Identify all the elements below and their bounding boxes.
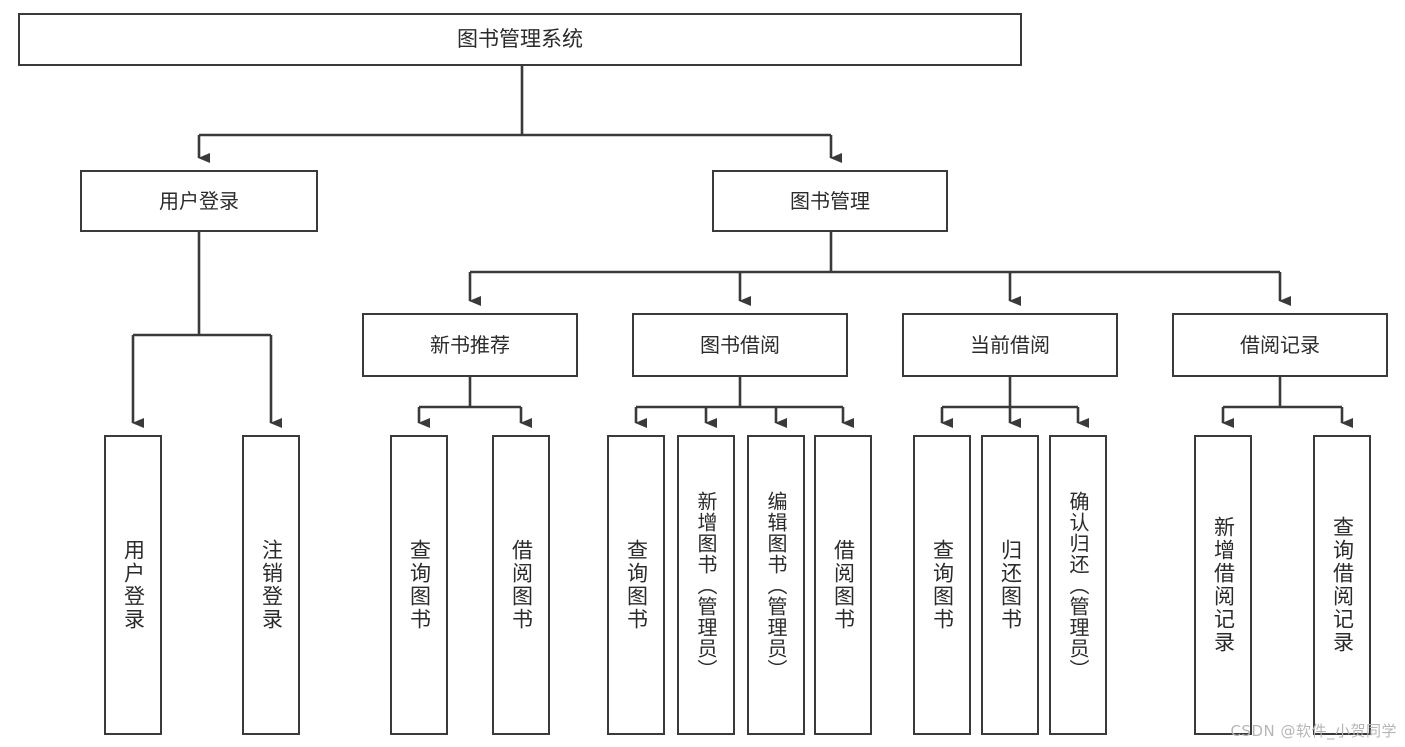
node-book-manage[interactable]: 图书管理 <box>712 170 948 232</box>
node-leaf-edit-book-label: 编辑图书（管理员） <box>764 490 788 680</box>
node-current-borrow[interactable]: 当前借阅 <box>902 313 1118 377</box>
node-leaf-query-book-3[interactable]: 查询图书 <box>913 435 971 735</box>
node-leaf-confirm-return[interactable]: 确认归还（管理员） <box>1049 435 1107 735</box>
node-leaf-add-record[interactable]: 新增借阅记录 <box>1194 435 1252 735</box>
node-leaf-query-book-2-label: 查询图书 <box>624 539 649 631</box>
node-leaf-query-book-1-label: 查询图书 <box>407 539 432 631</box>
node-root[interactable]: 图书管理系统 <box>18 13 1022 66</box>
node-user-login-label: 用户登录 <box>159 188 239 213</box>
node-leaf-query-book-2[interactable]: 查询图书 <box>607 435 665 735</box>
node-new-book-rec[interactable]: 新书推荐 <box>362 313 578 377</box>
node-leaf-query-book-3-label: 查询图书 <box>930 539 955 631</box>
node-root-label: 图书管理系统 <box>457 27 583 52</box>
node-leaf-return-book-label: 归还图书 <box>998 539 1023 631</box>
node-leaf-borrow-book-2[interactable]: 借阅图书 <box>814 435 872 735</box>
node-book-borrow[interactable]: 图书借阅 <box>632 313 848 377</box>
node-leaf-query-book-1[interactable]: 查询图书 <box>390 435 448 735</box>
node-leaf-borrow-book-1-label: 借阅图书 <box>509 539 534 631</box>
node-user-login[interactable]: 用户登录 <box>80 170 318 232</box>
node-leaf-add-book[interactable]: 新增图书（管理员） <box>677 435 735 735</box>
node-leaf-add-record-label: 新增借阅记录 <box>1211 516 1236 654</box>
node-current-borrow-label: 当前借阅 <box>970 332 1050 357</box>
watermark-text: CSDN @软件_小贺同学 <box>1230 722 1397 740</box>
node-leaf-query-record-label: 查询借阅记录 <box>1330 516 1355 654</box>
node-leaf-user-login[interactable]: 用户登录 <box>104 435 162 735</box>
node-new-book-rec-label: 新书推荐 <box>430 332 510 357</box>
node-leaf-add-book-label: 新增图书（管理员） <box>694 490 718 680</box>
node-leaf-logout-login-label: 注销登录 <box>259 539 284 631</box>
node-book-manage-label: 图书管理 <box>790 188 870 213</box>
node-borrow-record[interactable]: 借阅记录 <box>1172 313 1388 377</box>
node-borrow-record-label: 借阅记录 <box>1240 332 1320 357</box>
node-leaf-return-book[interactable]: 归还图书 <box>981 435 1039 735</box>
node-leaf-query-record[interactable]: 查询借阅记录 <box>1313 435 1371 735</box>
node-leaf-edit-book[interactable]: 编辑图书（管理员） <box>747 435 805 735</box>
node-leaf-user-login-label: 用户登录 <box>121 539 146 631</box>
node-leaf-logout-login[interactable]: 注销登录 <box>242 435 300 735</box>
node-leaf-borrow-book-2-label: 借阅图书 <box>831 539 856 631</box>
node-leaf-borrow-book-1[interactable]: 借阅图书 <box>492 435 550 735</box>
node-leaf-confirm-return-label: 确认归还（管理员） <box>1066 490 1090 680</box>
node-book-borrow-label: 图书借阅 <box>700 332 780 357</box>
